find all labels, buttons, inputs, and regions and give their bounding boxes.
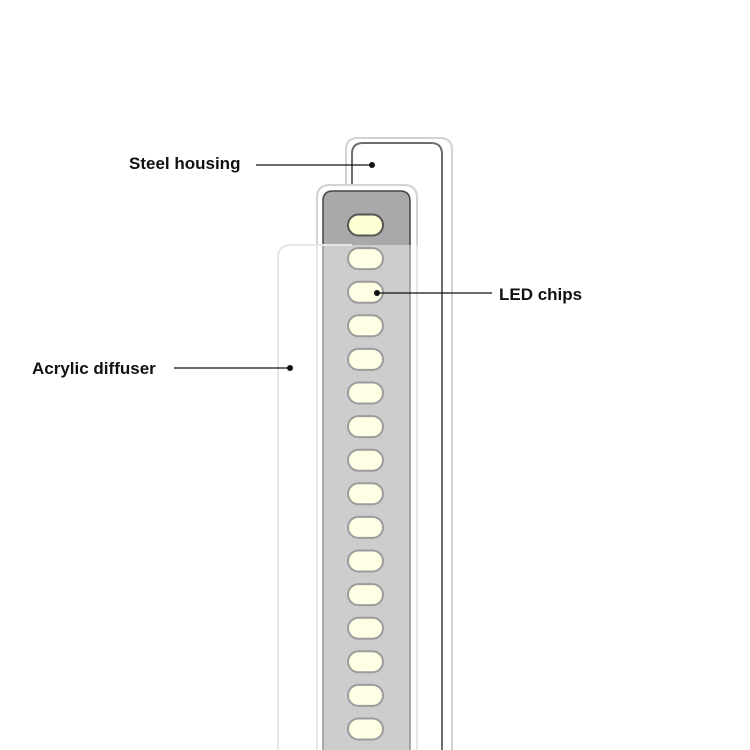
led-chip	[347, 650, 384, 674]
led-chip	[347, 347, 384, 371]
steel-housing-halo	[345, 137, 453, 750]
leader-dot-led-chips	[374, 290, 380, 296]
acrylic-diffuser-outline	[277, 244, 352, 750]
led-chip	[347, 247, 384, 271]
led-chips-group	[347, 213, 384, 741]
led-chip	[347, 482, 384, 506]
led-chip	[347, 314, 384, 338]
callout-led-chips: LED chips	[374, 285, 582, 304]
led-chip	[347, 381, 384, 405]
led-chip	[347, 717, 384, 741]
led-chip	[347, 583, 384, 607]
acrylic-diffuser-panel	[278, 245, 418, 750]
led-chip	[347, 549, 384, 573]
led-chip	[347, 448, 384, 472]
callout-acrylic-diffuser: Acrylic diffuser	[32, 359, 293, 378]
leader-dot-acrylic-diffuser	[287, 365, 293, 371]
label-steel-housing: Steel housing	[129, 154, 240, 173]
led-chip	[347, 683, 384, 707]
label-led-chips: LED chips	[499, 285, 582, 304]
led-chip	[347, 213, 384, 237]
leader-dot-steel-housing	[369, 162, 375, 168]
led-chip	[347, 616, 384, 640]
callout-steel-housing: Steel housing	[129, 154, 375, 173]
acrylic-diffuser	[277, 244, 418, 750]
led-chip	[347, 515, 384, 539]
led-chip	[347, 415, 384, 439]
label-acrylic-diffuser: Acrylic diffuser	[32, 359, 156, 378]
led-chip	[347, 280, 384, 304]
